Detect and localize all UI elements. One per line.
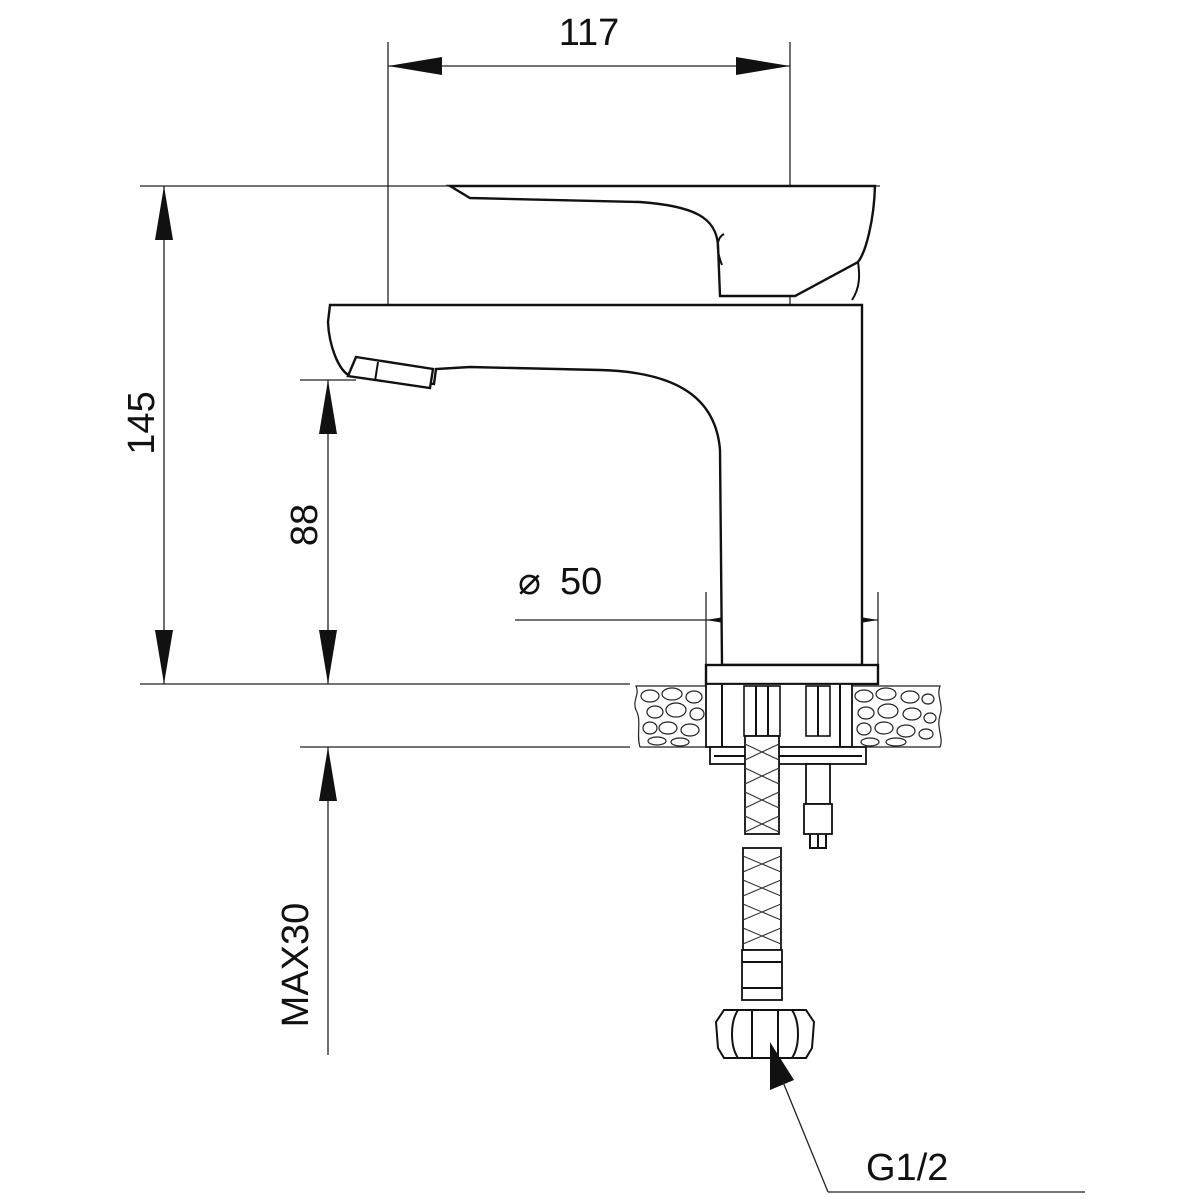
hose-sleeve bbox=[743, 685, 781, 737]
arrow-head bbox=[736, 57, 790, 75]
hex-nut bbox=[714, 1009, 816, 1059]
hose-ferrule bbox=[741, 949, 783, 1001]
leader-arrow-head bbox=[770, 1042, 794, 1090]
braid-pattern bbox=[742, 743, 782, 945]
arrow-head bbox=[388, 57, 442, 75]
dimension-spout-height: 88 bbox=[284, 380, 337, 684]
dimension-max-counter: MAX30 bbox=[275, 747, 337, 1055]
countertop-section bbox=[634, 685, 942, 748]
dimension-total-height: 145 bbox=[121, 186, 173, 684]
diameter-symbol: ⌀ bbox=[518, 561, 541, 603]
arrow-head bbox=[155, 630, 173, 684]
dimension-outlet-reach: 117 bbox=[388, 12, 790, 75]
braided-hose bbox=[714, 735, 816, 1059]
arrow-head bbox=[155, 186, 173, 240]
threaded-stud bbox=[803, 763, 833, 849]
dimension-label-50: 50 bbox=[560, 561, 602, 603]
faucet-body bbox=[326, 184, 880, 686]
faucet-spout-body bbox=[326, 303, 864, 667]
stone-texture bbox=[640, 687, 937, 747]
lever-handle bbox=[445, 184, 877, 298]
arrow-head bbox=[319, 747, 337, 801]
thread-callout: G1/2 bbox=[770, 1042, 1085, 1193]
dimension-label-88: 88 bbox=[284, 504, 326, 546]
mounting-hardware bbox=[705, 683, 867, 765]
dimension-label-145: 145 bbox=[121, 391, 163, 454]
base-collar bbox=[704, 663, 880, 686]
aerator bbox=[346, 355, 435, 390]
dimension-label-max30: MAX30 bbox=[275, 903, 317, 1028]
dimension-label-117: 117 bbox=[559, 12, 620, 54]
arrow-head bbox=[319, 630, 337, 684]
arrow-head bbox=[319, 380, 337, 434]
thread-label: G1/2 bbox=[866, 1147, 948, 1189]
